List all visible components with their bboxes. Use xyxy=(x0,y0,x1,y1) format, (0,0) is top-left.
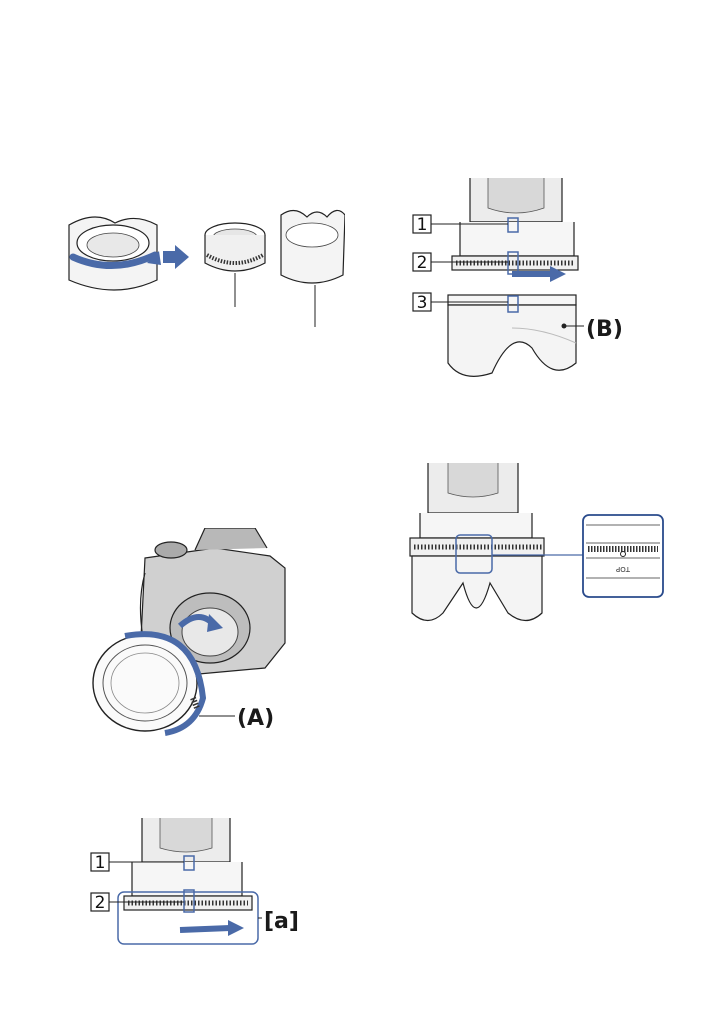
figure-attach-hood: 1 2 3 (B) xyxy=(412,178,642,383)
figure-remove-hood xyxy=(55,205,345,345)
label-a: (A) xyxy=(237,706,274,731)
svg-text:2: 2 xyxy=(417,253,428,273)
barrel-bottom xyxy=(118,818,258,944)
hood-b xyxy=(448,295,576,376)
svg-text:3: 3 xyxy=(417,293,428,313)
camera-barrel xyxy=(452,178,578,282)
svg-text:TOP: TOP xyxy=(616,565,631,573)
svg-text:1: 1 xyxy=(417,215,428,235)
lens-hood xyxy=(281,210,345,327)
hood-on-lens xyxy=(69,217,161,290)
label-bracket-a: [a] xyxy=(264,909,299,934)
adapter-ring xyxy=(205,223,265,307)
svg-text:1: 1 xyxy=(95,853,106,873)
figure-bracket-a: 1 2 [a] xyxy=(90,818,315,946)
label-b: (B) xyxy=(586,317,623,342)
arrow-right-icon xyxy=(163,245,189,269)
figure-camera-adapter: (A) xyxy=(85,528,300,758)
svg-text:2: 2 xyxy=(95,893,106,913)
zoom-inset: TOP xyxy=(583,515,663,597)
hood-on-camera xyxy=(410,463,583,621)
figure-hood-alignment: TOP xyxy=(408,463,668,643)
